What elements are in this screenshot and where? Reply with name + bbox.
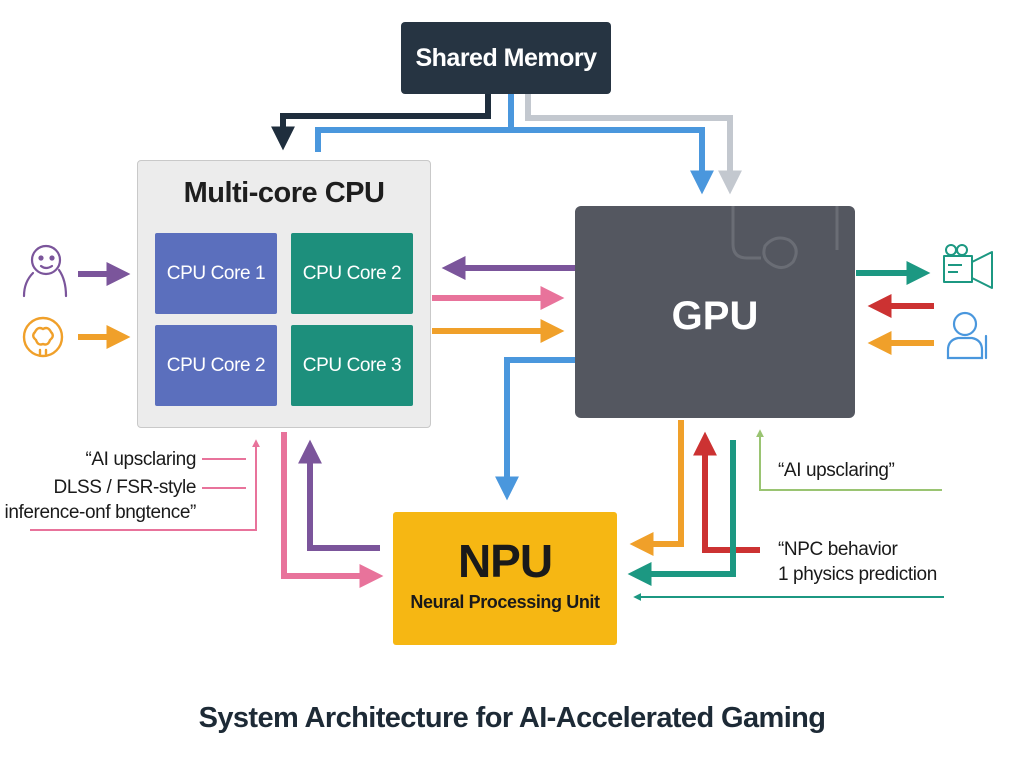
gear-face-icon [22,316,64,358]
note-left-line-3: inference-onf bngtence” [4,502,197,523]
cpu-core-1: CPU Core 1 [155,233,277,314]
cpu-core-4: CPU Core 3 [291,325,413,406]
shared-memory-label: Shared Memory [415,43,597,72]
cpu-core-2: CPU Core 2 [291,233,413,314]
cpu-box: Multi-core CPU CPU Core 1 CPU Core 2 CPU… [137,160,431,428]
note-right-top: “AI upsclaring” [778,460,895,481]
leader-right-ai [756,429,942,491]
note-left: “AI upsclaring DLSS / FSR-style inferenc… [5,447,197,525]
arrow-memory-cpu-gpu-link [315,94,514,152]
arrow-npu-to-gpu-red [693,431,760,553]
npu-box: NPU Neural Processing Unit [393,512,617,645]
npu-subtitle: Neural Processing Unit [410,592,600,612]
arrow-npu-to-cpu [298,439,380,551]
leader-left-3 [30,439,260,531]
npu-label: NPU [457,535,553,587]
arrow-gpu-npu-link [495,357,575,501]
gpu-label: GPU [671,294,759,338]
arrow-cpu-to-npu [281,432,384,588]
cpu-core-3: CPU Core 2 [155,325,277,406]
cpu-title: Multi-core CPU [183,177,385,209]
shared-memory-box: Shared Memory [401,22,611,94]
arrow-memory-to-cpu [271,94,491,151]
note-right-line-2: 1 physics prediction [778,564,937,585]
note-right-bottom: “NPC behavior 1 physics prediction [778,537,937,587]
note-left-line-2: DLSS / FSR-style [53,477,197,498]
note-right-line-1: “NPC behavior [778,539,898,560]
user-face-icon [22,244,68,298]
diagram-caption: System Architecture for AI-Accelerated G… [198,702,826,734]
arrow-memory-to-gpu-blue [511,127,714,195]
arrow-gpu-to-npu-orange [629,420,684,556]
arrow-memory-to-gpu-gray [525,94,742,195]
gpu-box: GPU [575,206,855,418]
person-icon [946,311,988,360]
note-left-line-1: “AI upsclaring [85,449,196,470]
arrow-npu-to-gpu-teal [627,440,736,586]
video-camera-icon [943,244,993,289]
gpu-decoration [731,206,839,269]
